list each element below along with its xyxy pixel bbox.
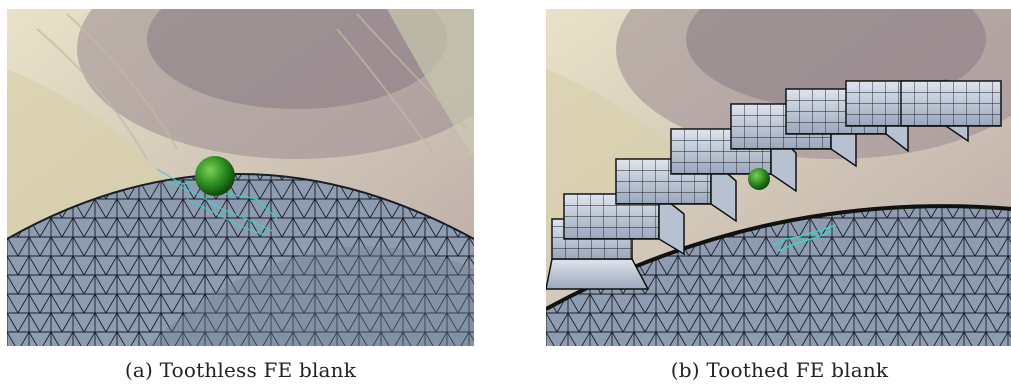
gear-teeth (546, 79, 1002, 290)
caption-b: (b) Toothed FE blank (546, 358, 1011, 382)
caption-a-text: Toothless FE blank (159, 358, 357, 382)
toothless-blank-render (7, 9, 474, 346)
caption-b-label: (b) (670, 358, 700, 382)
figure-a-image (7, 9, 474, 346)
hob-body (77, 9, 474, 159)
figure-b-image (546, 9, 1011, 346)
caption-a-label: (a) (124, 358, 154, 382)
contact-zone (773, 224, 837, 252)
caption-a: (a) Toothless FE blank (7, 358, 474, 382)
caption-b-text: Toothed FE blank (706, 358, 889, 382)
green-sphere (195, 156, 235, 196)
toothed-blank-render (546, 9, 1011, 346)
green-sphere (748, 168, 770, 190)
